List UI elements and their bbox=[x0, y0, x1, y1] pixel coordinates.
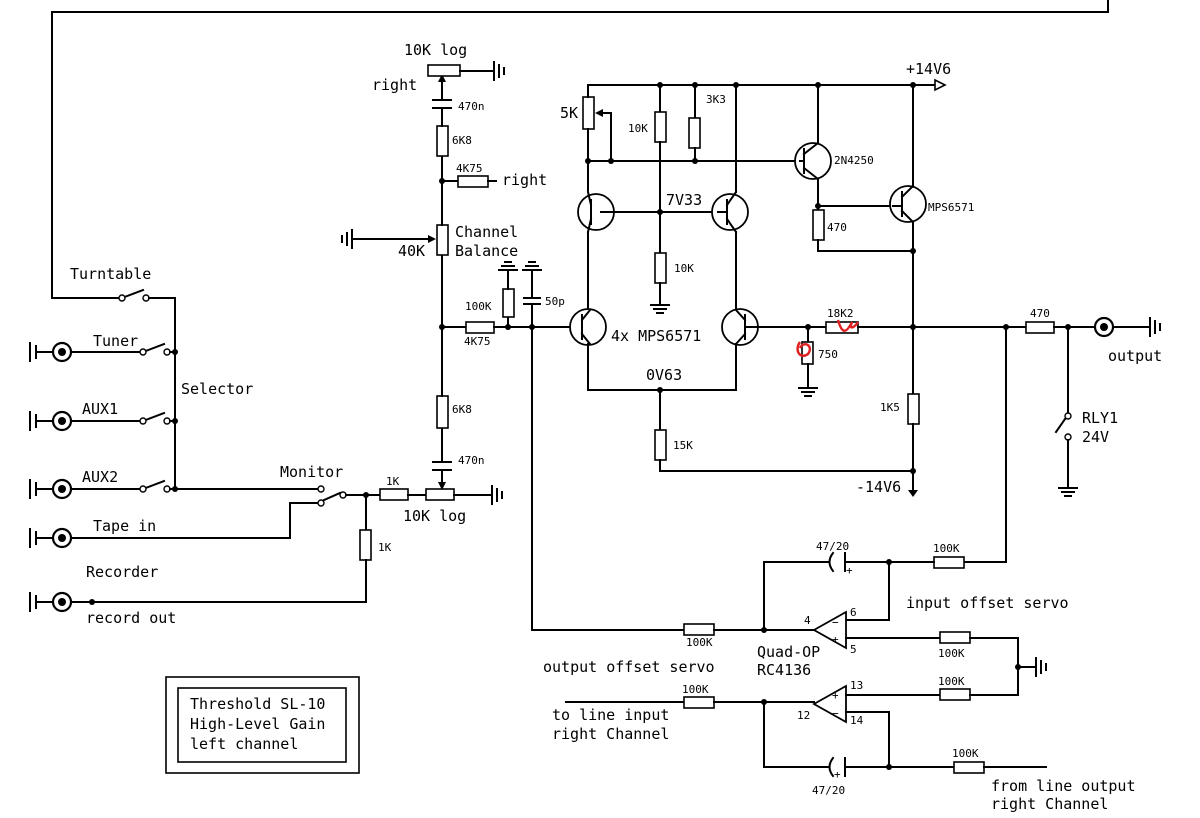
output-servo-label: output offset servo bbox=[543, 658, 715, 676]
r-3k3-label: 3K3 bbox=[706, 93, 726, 106]
line2-label: High-Level Gain bbox=[190, 715, 325, 733]
rail-pos-label: +14V6 bbox=[906, 60, 951, 78]
q-2n4250-label: 2N4250 bbox=[834, 154, 874, 167]
output-label: output bbox=[1108, 347, 1162, 365]
c-470n-bot-label: 470n bbox=[458, 454, 485, 467]
input-section: Turntable Tuner AUX1 bbox=[29, 265, 367, 627]
pin4-label: 4 bbox=[804, 614, 811, 627]
vol-bottom-label: 10K log bbox=[403, 507, 466, 525]
pin6-label: 6 bbox=[850, 606, 857, 619]
tape-in-jack bbox=[29, 527, 73, 549]
op-part-label: RC4136 bbox=[757, 661, 811, 679]
transistors-label: 4x MPS6571 bbox=[611, 327, 701, 345]
pot-40k-label: 40K bbox=[398, 242, 425, 260]
r-100k-in-label: 100K bbox=[465, 300, 492, 313]
tape-in-label: Tape in bbox=[93, 517, 156, 535]
aux1-label: AUX1 bbox=[82, 400, 118, 418]
red-marking-18k2 bbox=[836, 319, 860, 332]
r-470n-top-label: 470n bbox=[458, 100, 485, 113]
rail-neg-label: -14V6 bbox=[856, 478, 901, 496]
plus-label: + bbox=[832, 633, 839, 646]
line3-label: left channel bbox=[190, 735, 298, 753]
aux2-jack bbox=[29, 478, 73, 500]
c-47-20-bot-label: 47/20 bbox=[812, 784, 845, 797]
line1-label: Threshold SL-10 bbox=[190, 695, 325, 713]
servo-section: 100K 47/20 + input offset servo − + 6 5 … bbox=[531, 326, 1136, 813]
r-100k-from-label: 100K bbox=[952, 747, 979, 760]
monitor-label: Monitor bbox=[280, 463, 343, 481]
r-100k-p13-label: 100K bbox=[938, 675, 965, 688]
pin14-label: 14 bbox=[850, 714, 864, 727]
r-15k-label: 15K bbox=[673, 439, 693, 452]
from-line-2-label: right Channel bbox=[991, 795, 1108, 813]
rly-voltage-label: 24V bbox=[1082, 428, 1109, 446]
aux1-jack bbox=[29, 410, 73, 432]
r-6k8-bot-label: 6K8 bbox=[452, 403, 472, 416]
to-line-2-label: right Channel bbox=[552, 725, 669, 743]
amplifier-stage: +14V6 5K 10K 3K3 7V33 bbox=[560, 60, 1027, 497]
input-servo-label: input offset servo bbox=[906, 594, 1069, 612]
tuner-label: Tuner bbox=[93, 332, 138, 350]
right-mid-label: right bbox=[502, 171, 547, 189]
r-470-a-label: 470 bbox=[827, 221, 847, 234]
vol-top-label: 10K log bbox=[404, 41, 467, 59]
recorder-label: Recorder bbox=[86, 563, 158, 581]
rly-name-label: RLY1 bbox=[1082, 409, 1118, 427]
minus-label: − bbox=[832, 707, 839, 720]
r-18k2-label: 18K2 bbox=[827, 307, 854, 320]
plus-label: + bbox=[846, 564, 853, 577]
r-100k-servo-label: 100K bbox=[686, 636, 713, 649]
c-47-20-top-label: 47/20 bbox=[816, 540, 849, 553]
tuner-jack bbox=[29, 341, 73, 363]
plus-label: + bbox=[834, 768, 841, 781]
r-750-label: 750 bbox=[818, 348, 838, 361]
selector-label: Selector bbox=[181, 380, 253, 398]
quad-op-label: Quad-OP bbox=[757, 643, 820, 661]
node-bottom-label: 0V63 bbox=[646, 366, 682, 384]
r-4k75-right-label: 4K75 bbox=[456, 162, 483, 175]
balance-line2-label: Balance bbox=[455, 242, 518, 260]
balance-line1-label: Channel bbox=[455, 223, 518, 241]
r-10k-a-label: 10K bbox=[628, 122, 648, 135]
record-out-label: record out bbox=[86, 609, 176, 627]
r-4k75-in-label: 4K75 bbox=[464, 335, 491, 348]
from-line-1-label: from line output bbox=[991, 777, 1136, 795]
pin5-label: 5 bbox=[850, 643, 857, 656]
r-470-out-label: 470 bbox=[1030, 307, 1050, 320]
pin12-label: 12 bbox=[797, 709, 810, 722]
to-line-1-label: to line input bbox=[552, 706, 669, 724]
volume-balance: 1K 10K log 1K 470n 6K8 40K Channel Balan… bbox=[341, 41, 583, 603]
title-box: Threshold SL-10 High-Level Gain left cha… bbox=[165, 676, 360, 774]
red-marking-750 bbox=[796, 341, 812, 357]
r-100k-fb-label: 100K bbox=[933, 542, 960, 555]
pin13-label: 13 bbox=[850, 679, 863, 692]
r-100k-line-label: 100K bbox=[682, 683, 709, 696]
r-100k-p5-label: 100K bbox=[938, 647, 965, 660]
r-1k-mon-label: 1K bbox=[386, 475, 400, 488]
output-section: 470 output RLY1 24V bbox=[1025, 307, 1162, 497]
turntable-label: Turntable bbox=[70, 265, 151, 283]
r-1k-rec-label: 1K bbox=[378, 541, 392, 554]
pot-5k-label: 5K bbox=[560, 104, 578, 122]
q-mps6571-label: MPS6571 bbox=[928, 201, 974, 214]
top-wire bbox=[51, 0, 1109, 299]
plus-label: + bbox=[832, 689, 839, 702]
r-10k-b-label: 10K bbox=[674, 262, 694, 275]
minus-label: − bbox=[832, 616, 839, 629]
node-top-label: 7V33 bbox=[666, 191, 702, 209]
aux2-label: AUX2 bbox=[82, 468, 118, 486]
r-1k5-label: 1K5 bbox=[880, 401, 900, 414]
c-50p-label: 50p bbox=[545, 295, 565, 308]
record-out-jack bbox=[29, 591, 73, 613]
right-top-label: right bbox=[372, 76, 417, 94]
r-6k8-top-label: 6K8 bbox=[452, 134, 472, 147]
